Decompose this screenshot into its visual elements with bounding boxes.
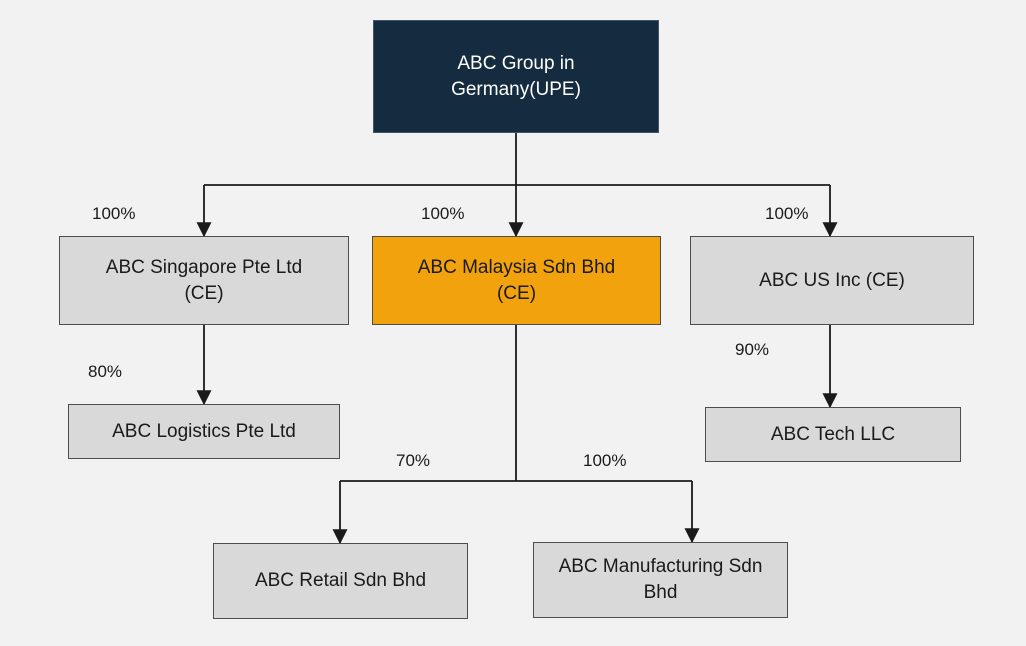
node-abc-retail: ABC Retail Sdn Bhd <box>213 543 468 619</box>
node-abc-malaysia: ABC Malaysia Sdn Bhd (CE) <box>372 236 661 325</box>
node-label: ABC Retail Sdn Bhd <box>254 570 427 592</box>
node-abc-us: ABC US Inc (CE) <box>690 236 974 325</box>
node-abc-singapore: ABC Singapore Pte Ltd (CE) <box>59 236 349 325</box>
node-label: ABC US Inc (CE) <box>759 269 905 291</box>
edge-label-malaysia-retail: 70% <box>396 451 431 470</box>
node-label: ABC Group in Germany(UPE) <box>451 52 581 100</box>
edge-label-root-us: 100% <box>765 204 809 223</box>
node-abc-tech: ABC Tech LLC <box>705 407 961 462</box>
node-label: ABC Logistics Pte Ltd <box>112 420 296 442</box>
edge-label-root-singapore: 100% <box>92 204 136 223</box>
node-label: ABC Tech LLC <box>770 423 896 445</box>
node-abc-logistics: ABC Logistics Pte Ltd <box>68 404 340 459</box>
node-abc-manufacturing: ABC Manufacturing Sdn Bhd <box>533 542 788 618</box>
edge-label-us-tech: 90% <box>735 340 770 359</box>
edge-label-singapore-logistics: 80% <box>88 362 123 381</box>
node-label: ABC Malaysia Sdn Bhd (CE) <box>417 256 616 304</box>
node-label: ABC Manufacturing Sdn Bhd <box>558 556 763 603</box>
edge-label-root-malaysia: 100% <box>421 204 465 223</box>
edge-label-malaysia-manufacturing: 100% <box>583 451 627 470</box>
node-abc-group-upe: ABC Group in Germany(UPE) <box>373 20 659 133</box>
node-label: ABC Singapore Pte Ltd (CE) <box>105 256 303 304</box>
